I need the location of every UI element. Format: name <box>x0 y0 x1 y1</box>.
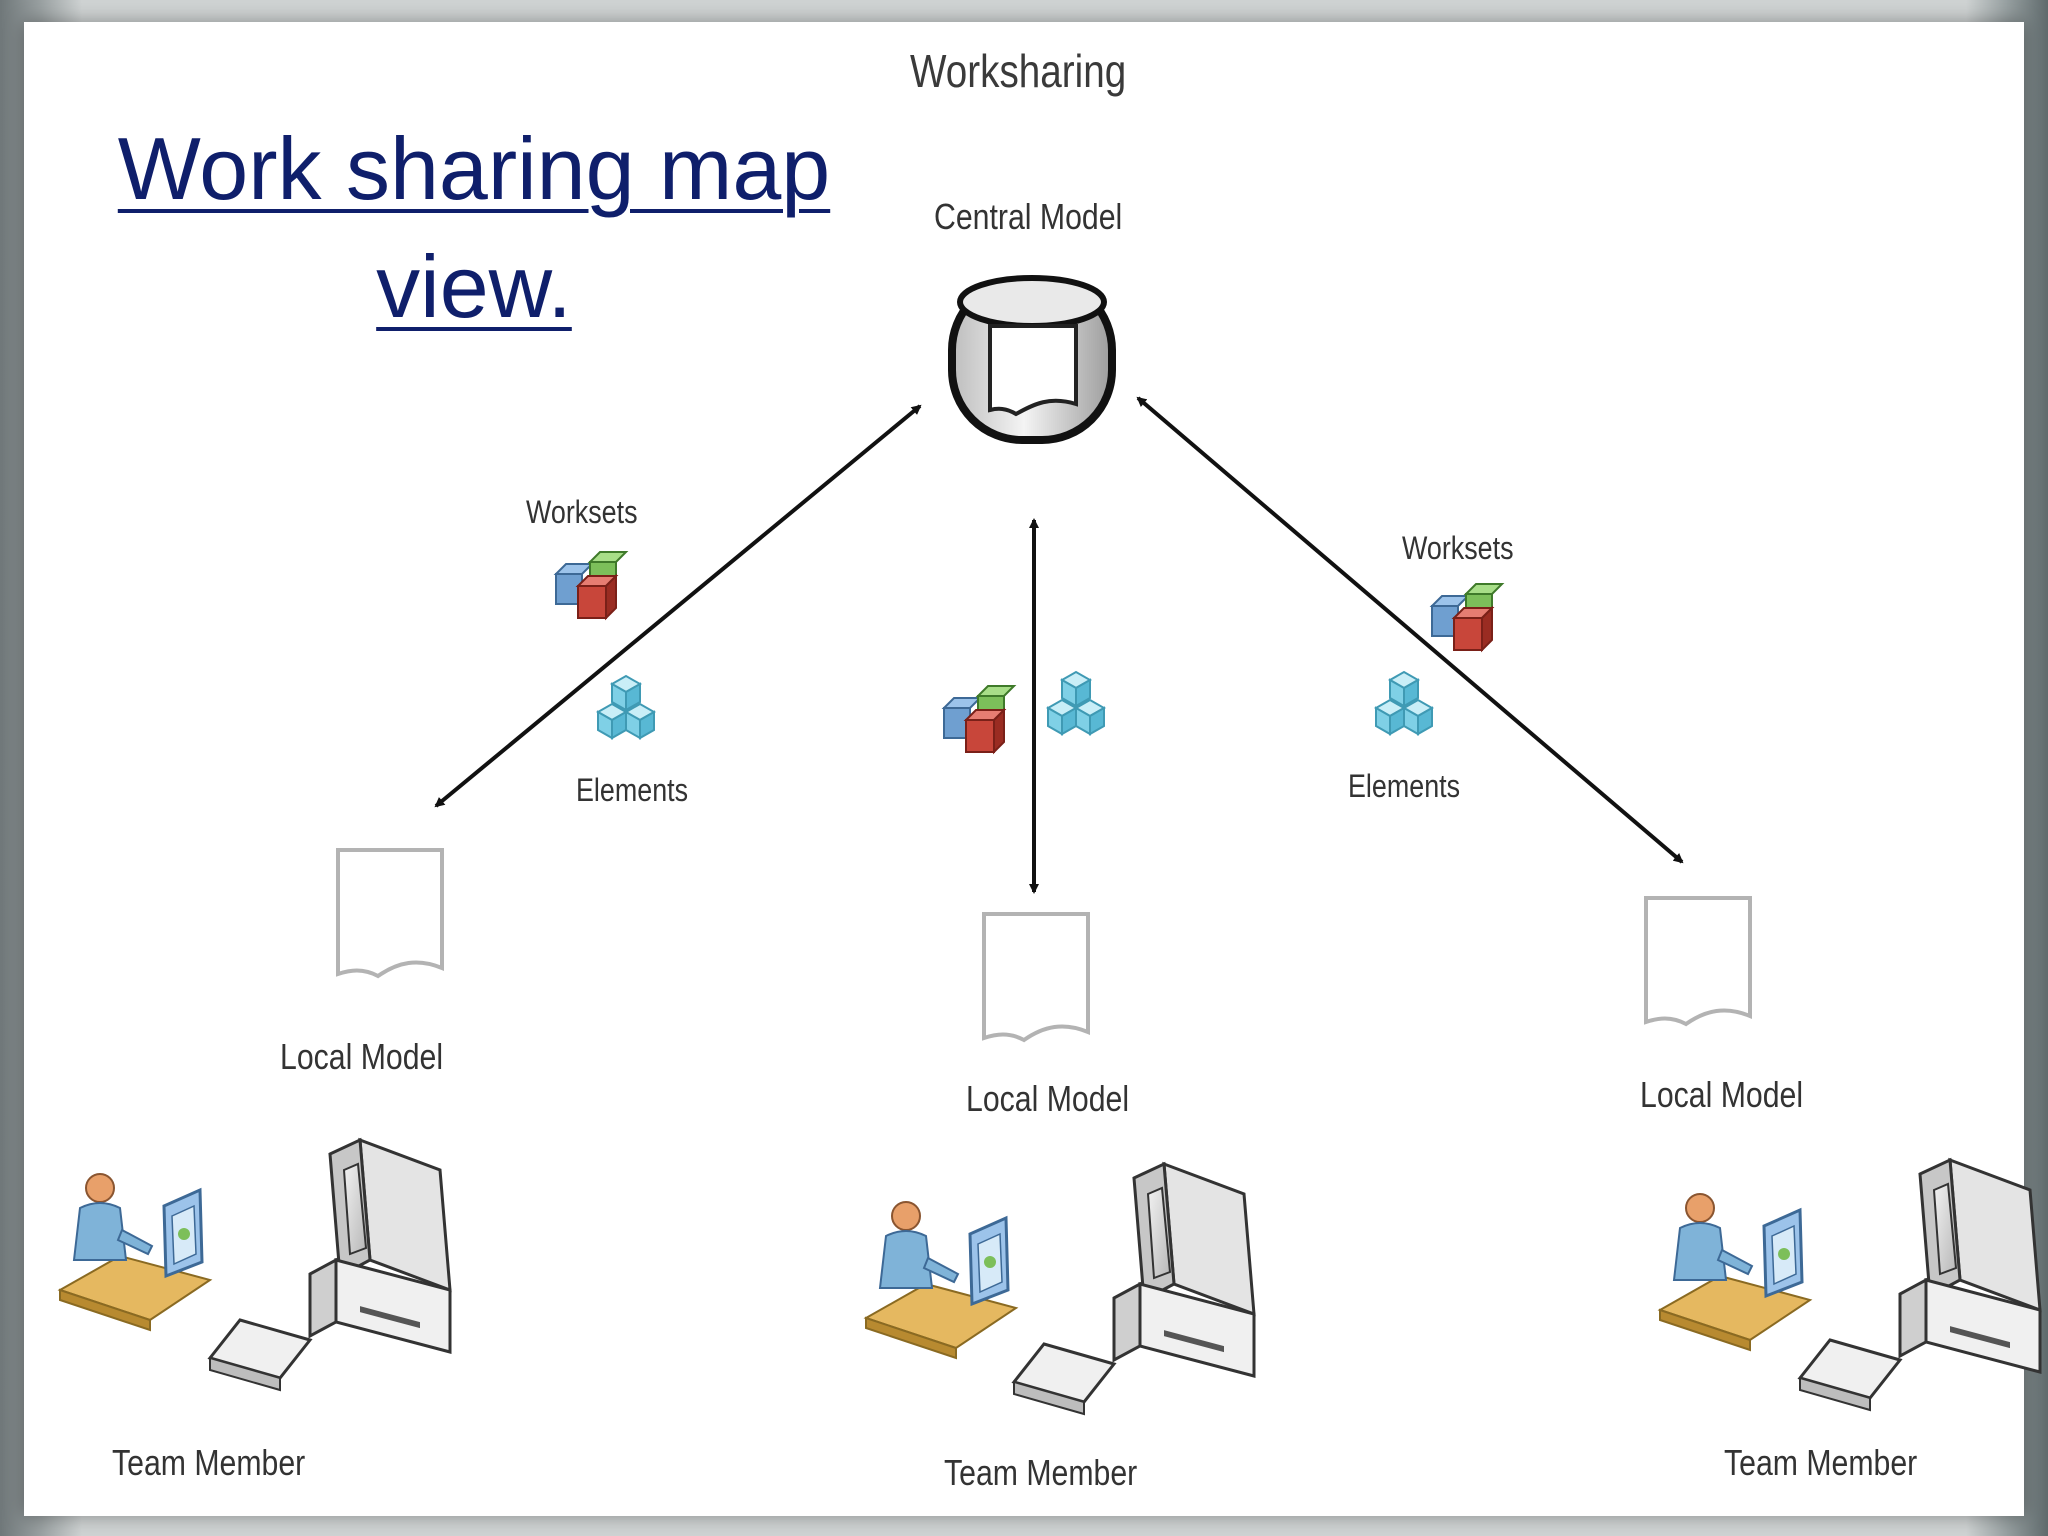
central-model-label: Central Model <box>934 196 1123 237</box>
link-central-right <box>1136 396 1684 864</box>
person-at-desk-icon <box>58 1172 212 1332</box>
local-model-label-3: Local Model <box>1640 1074 1804 1115</box>
slide-title-line-2: view. <box>376 237 572 336</box>
person-at-desk-icon <box>1658 1192 1812 1352</box>
elements-icon <box>1048 672 1104 734</box>
elements-label-right: Elements <box>1348 768 1461 804</box>
database-icon <box>948 275 1116 444</box>
document-icon <box>1644 896 1752 1026</box>
worksets-label-right: Worksets <box>1402 530 1514 566</box>
elements-icon <box>598 676 654 738</box>
local-model-label-2: Local Model <box>966 1078 1130 1119</box>
local-model-label-1: Local Model <box>280 1036 444 1077</box>
document-icon <box>982 912 1090 1042</box>
team-member-label-1: Team Member <box>112 1442 306 1483</box>
team-member-label-3: Team Member <box>1724 1442 1918 1483</box>
worksets-icon <box>943 685 1015 753</box>
elements-icon <box>1376 672 1432 734</box>
link-central-left <box>434 404 922 808</box>
slide-title: Work sharing map view. <box>74 110 874 346</box>
person-at-desk-icon <box>864 1200 1018 1360</box>
computer-icon <box>208 1138 452 1392</box>
diagram-title: Worksharing <box>910 45 1127 97</box>
computer-icon <box>1798 1158 2042 1412</box>
elements-label-left: Elements <box>576 772 689 808</box>
worksets-label-left: Worksets <box>526 494 638 530</box>
slide-title-line-1: Work sharing map <box>117 119 831 218</box>
worksets-icon <box>1431 583 1503 651</box>
team-member-label-2: Team Member <box>944 1452 1138 1493</box>
worksets-icon <box>555 551 627 619</box>
computer-icon <box>1012 1162 1256 1416</box>
document-icon <box>336 848 444 978</box>
